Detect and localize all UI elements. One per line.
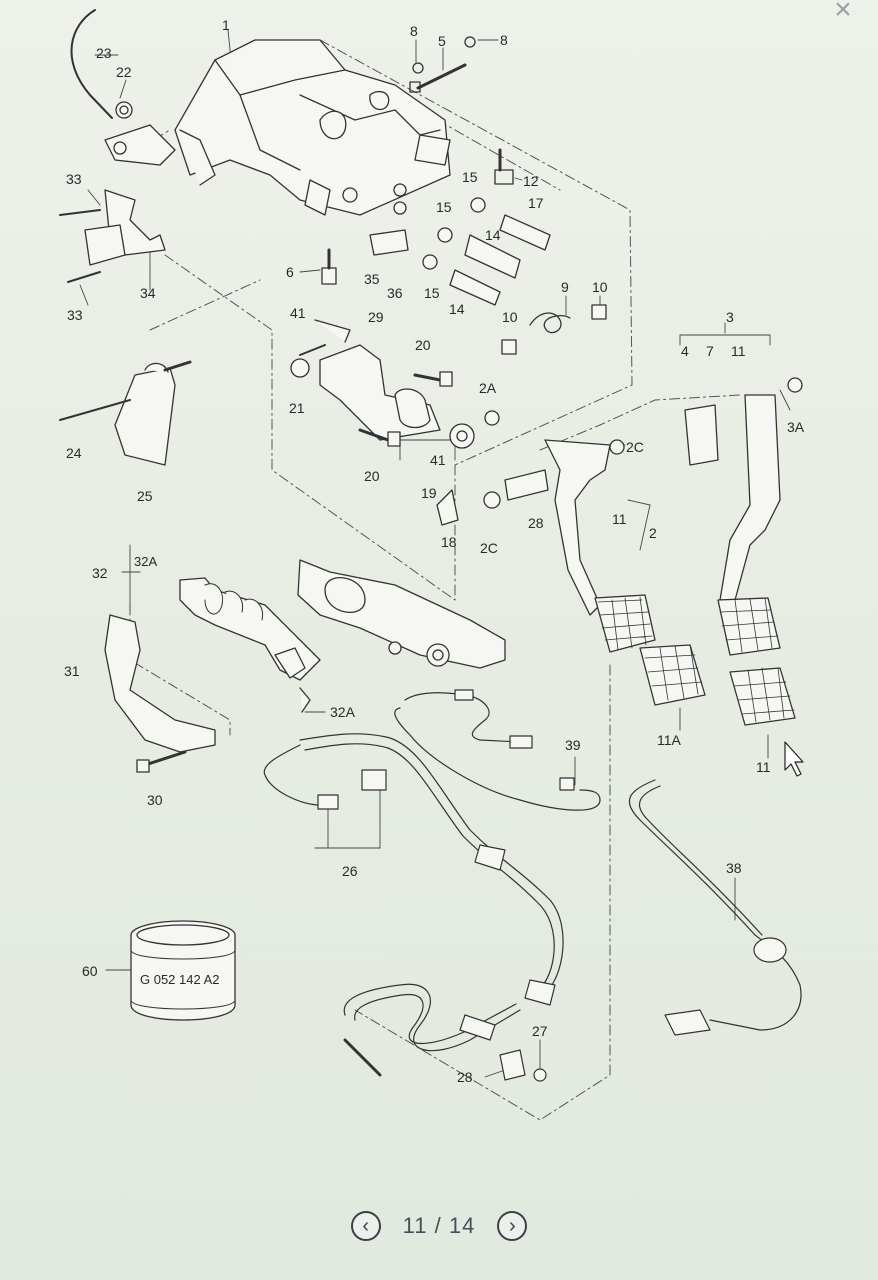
part-label: 60	[82, 963, 98, 979]
part-label: 12	[523, 173, 539, 189]
leader-lines	[79, 29, 791, 1078]
part-label: 8	[410, 23, 418, 39]
part-label: 4	[681, 343, 689, 359]
part-label: 2	[649, 525, 657, 541]
page-navigation: ‹ 11 / 14 ›	[0, 1204, 878, 1248]
part-label: 32A	[330, 704, 356, 720]
slave-cylinder-32	[104, 577, 321, 773]
part-label: 7	[706, 343, 714, 359]
part-label: 28	[528, 515, 544, 531]
part-label: 32	[92, 565, 108, 581]
chevron-right-icon: ›	[508, 1215, 516, 1237]
brake-pedal-3	[684, 377, 803, 726]
part-label: 23	[96, 45, 112, 61]
close-icon: ×	[834, 0, 852, 26]
part-label: 39	[565, 737, 581, 753]
part-label: 27	[532, 1023, 548, 1039]
part-label: 26	[342, 863, 358, 879]
part-label: 18	[441, 534, 457, 550]
hydraulic-pipe-26	[263, 733, 564, 1082]
part-label: 3A	[787, 419, 805, 435]
part-label: 15	[462, 169, 478, 185]
part-label: 36	[387, 285, 403, 301]
part-label: 24	[66, 445, 82, 461]
part-label: 20	[415, 337, 431, 353]
part-label: 5	[438, 33, 446, 49]
part-label: 11A	[657, 732, 682, 748]
clutch-pedal-2	[436, 439, 706, 706]
part-label: 14	[449, 301, 465, 317]
part-label: 38	[726, 860, 742, 876]
cable-23	[70, 9, 113, 119]
part-label: 19	[421, 485, 437, 501]
part-label: 8	[500, 32, 508, 48]
part-label: 15	[424, 285, 440, 301]
part-label: 10	[592, 279, 608, 295]
part-label: 41	[430, 452, 446, 468]
part-label: 25	[137, 488, 153, 504]
container-marking: G 052 142 A2	[140, 972, 220, 987]
part-label: 6	[286, 264, 294, 280]
clutch-pedal-parts-diagram: 1 5 8 8 23 22 12 15 15 17 14 33 6 35 36 …	[59, 9, 805, 1121]
chevron-left-icon: ‹	[362, 1215, 369, 1237]
page-indicator: 11 / 14	[402, 1213, 476, 1238]
part-label: 11	[731, 343, 746, 359]
gearbox-housing	[297, 559, 506, 669]
part-label: 11	[756, 759, 771, 775]
part-label: 33	[67, 307, 83, 323]
part-label: 10	[502, 309, 518, 325]
hydraulic-hose-39	[394, 689, 601, 811]
bolt-12	[494, 148, 514, 185]
part-label: 2A	[479, 380, 497, 396]
part-label: 9	[561, 279, 569, 295]
part-label: 22	[116, 64, 132, 80]
part-label: 28	[457, 1069, 473, 1085]
sensor-cable-38	[628, 779, 802, 1036]
switches-14-17	[422, 197, 551, 306]
part-label: 32A	[134, 554, 157, 569]
part-label: 21	[289, 400, 305, 416]
part-label: 15	[436, 199, 452, 215]
part-label: 1	[222, 17, 230, 33]
part-label: 17	[528, 195, 544, 211]
pedal-bracket-1	[174, 39, 451, 216]
bolt-5	[409, 36, 476, 93]
next-page-button[interactable]: ›	[497, 1211, 528, 1241]
part-label: 34	[140, 285, 156, 301]
part-label: 2C	[480, 540, 498, 556]
part-label: 14	[485, 227, 501, 243]
part-label: 20	[364, 468, 380, 484]
bracket-22	[104, 101, 176, 166]
close-button[interactable]: ×	[826, 0, 860, 26]
part-label: 2C	[626, 439, 644, 455]
part-label: 29	[368, 309, 384, 325]
part-label: 35	[364, 271, 380, 287]
master-cylinder-19	[290, 319, 475, 449]
previous-page-button[interactable]: ‹	[350, 1211, 381, 1241]
bracket-25	[59, 360, 192, 466]
part-label: 41	[290, 305, 306, 321]
part-label: 31	[64, 663, 80, 679]
part-label: 3	[726, 309, 734, 325]
bolts-20	[358, 371, 500, 447]
mouse-cursor-icon	[784, 741, 804, 777]
part-label: 11	[612, 511, 627, 527]
part-label: 33	[66, 171, 82, 187]
bracket-34	[59, 189, 166, 283]
spring-9	[501, 304, 607, 355]
bolt-6	[321, 229, 409, 285]
part-label: 30	[147, 792, 163, 808]
part-labels: 1 5 8 8 23 22 12 15 15 17 14 33 6 35 36 …	[64, 17, 805, 1085]
fluid-container-60	[130, 920, 236, 1021]
